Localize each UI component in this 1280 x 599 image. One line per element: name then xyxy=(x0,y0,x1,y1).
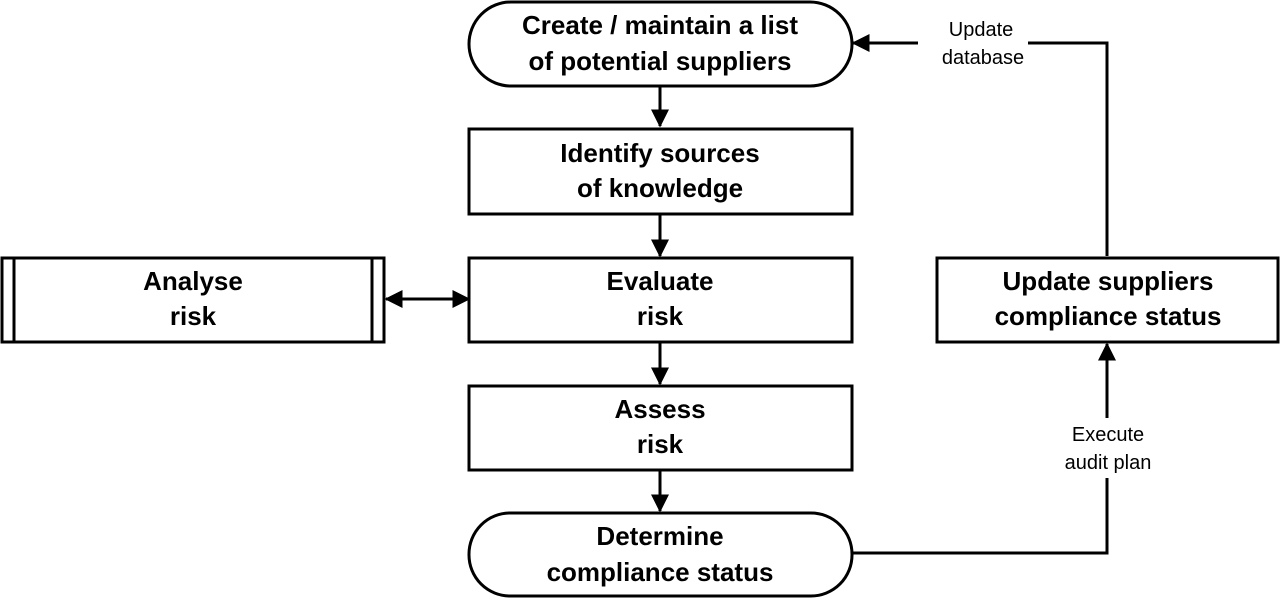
node-evaluate-risk-line1: Evaluate xyxy=(607,266,714,296)
node-update-status-line2: compliance status xyxy=(995,301,1222,331)
edge-label-execute-audit-plan: Execute audit plan xyxy=(1050,418,1165,478)
node-evaluate-risk: Evaluate risk xyxy=(467,256,854,344)
node-identify-sources-line1: Identify sources xyxy=(560,138,759,168)
node-determine-status-line2: compliance status xyxy=(547,557,774,587)
node-create-list: Create / maintain a list of potential su… xyxy=(467,0,854,88)
node-analyse-risk-line1: Analyse xyxy=(143,266,243,296)
edge-label-execute-audit-line2: audit plan xyxy=(1065,452,1152,474)
node-assess-risk: Assess risk xyxy=(467,384,854,472)
edge-label-update-database: Update database xyxy=(918,14,1028,72)
node-identify-sources: Identify sources of knowledge xyxy=(467,127,854,216)
node-determine-status: Determine compliance status xyxy=(467,511,854,598)
arrow-determine-to-update-status xyxy=(852,342,1116,555)
node-update-status: Update suppliers compliance status xyxy=(935,256,1280,344)
node-identify-sources-line2: of knowledge xyxy=(577,173,743,203)
node-evaluate-risk-line2: risk xyxy=(637,301,684,331)
node-determine-status-line1: Determine xyxy=(596,521,723,551)
node-assess-risk-line1: Assess xyxy=(614,394,705,424)
node-analyse-risk-line2: risk xyxy=(170,301,217,331)
node-analyse-risk: Analyse risk xyxy=(0,256,386,344)
arrow-update-status-to-create-list xyxy=(851,34,1109,256)
node-create-list-line2: of potential suppliers xyxy=(529,46,792,76)
node-update-status-line1: Update suppliers xyxy=(1003,266,1214,296)
edge-label-update-database-line2: database xyxy=(942,47,1024,69)
node-create-list-line1: Create / maintain a list xyxy=(522,10,798,40)
edge-label-update-database-line1: Update xyxy=(949,19,1014,41)
edge-label-execute-audit-line1: Execute xyxy=(1072,424,1144,446)
node-assess-risk-line2: risk xyxy=(637,429,684,459)
